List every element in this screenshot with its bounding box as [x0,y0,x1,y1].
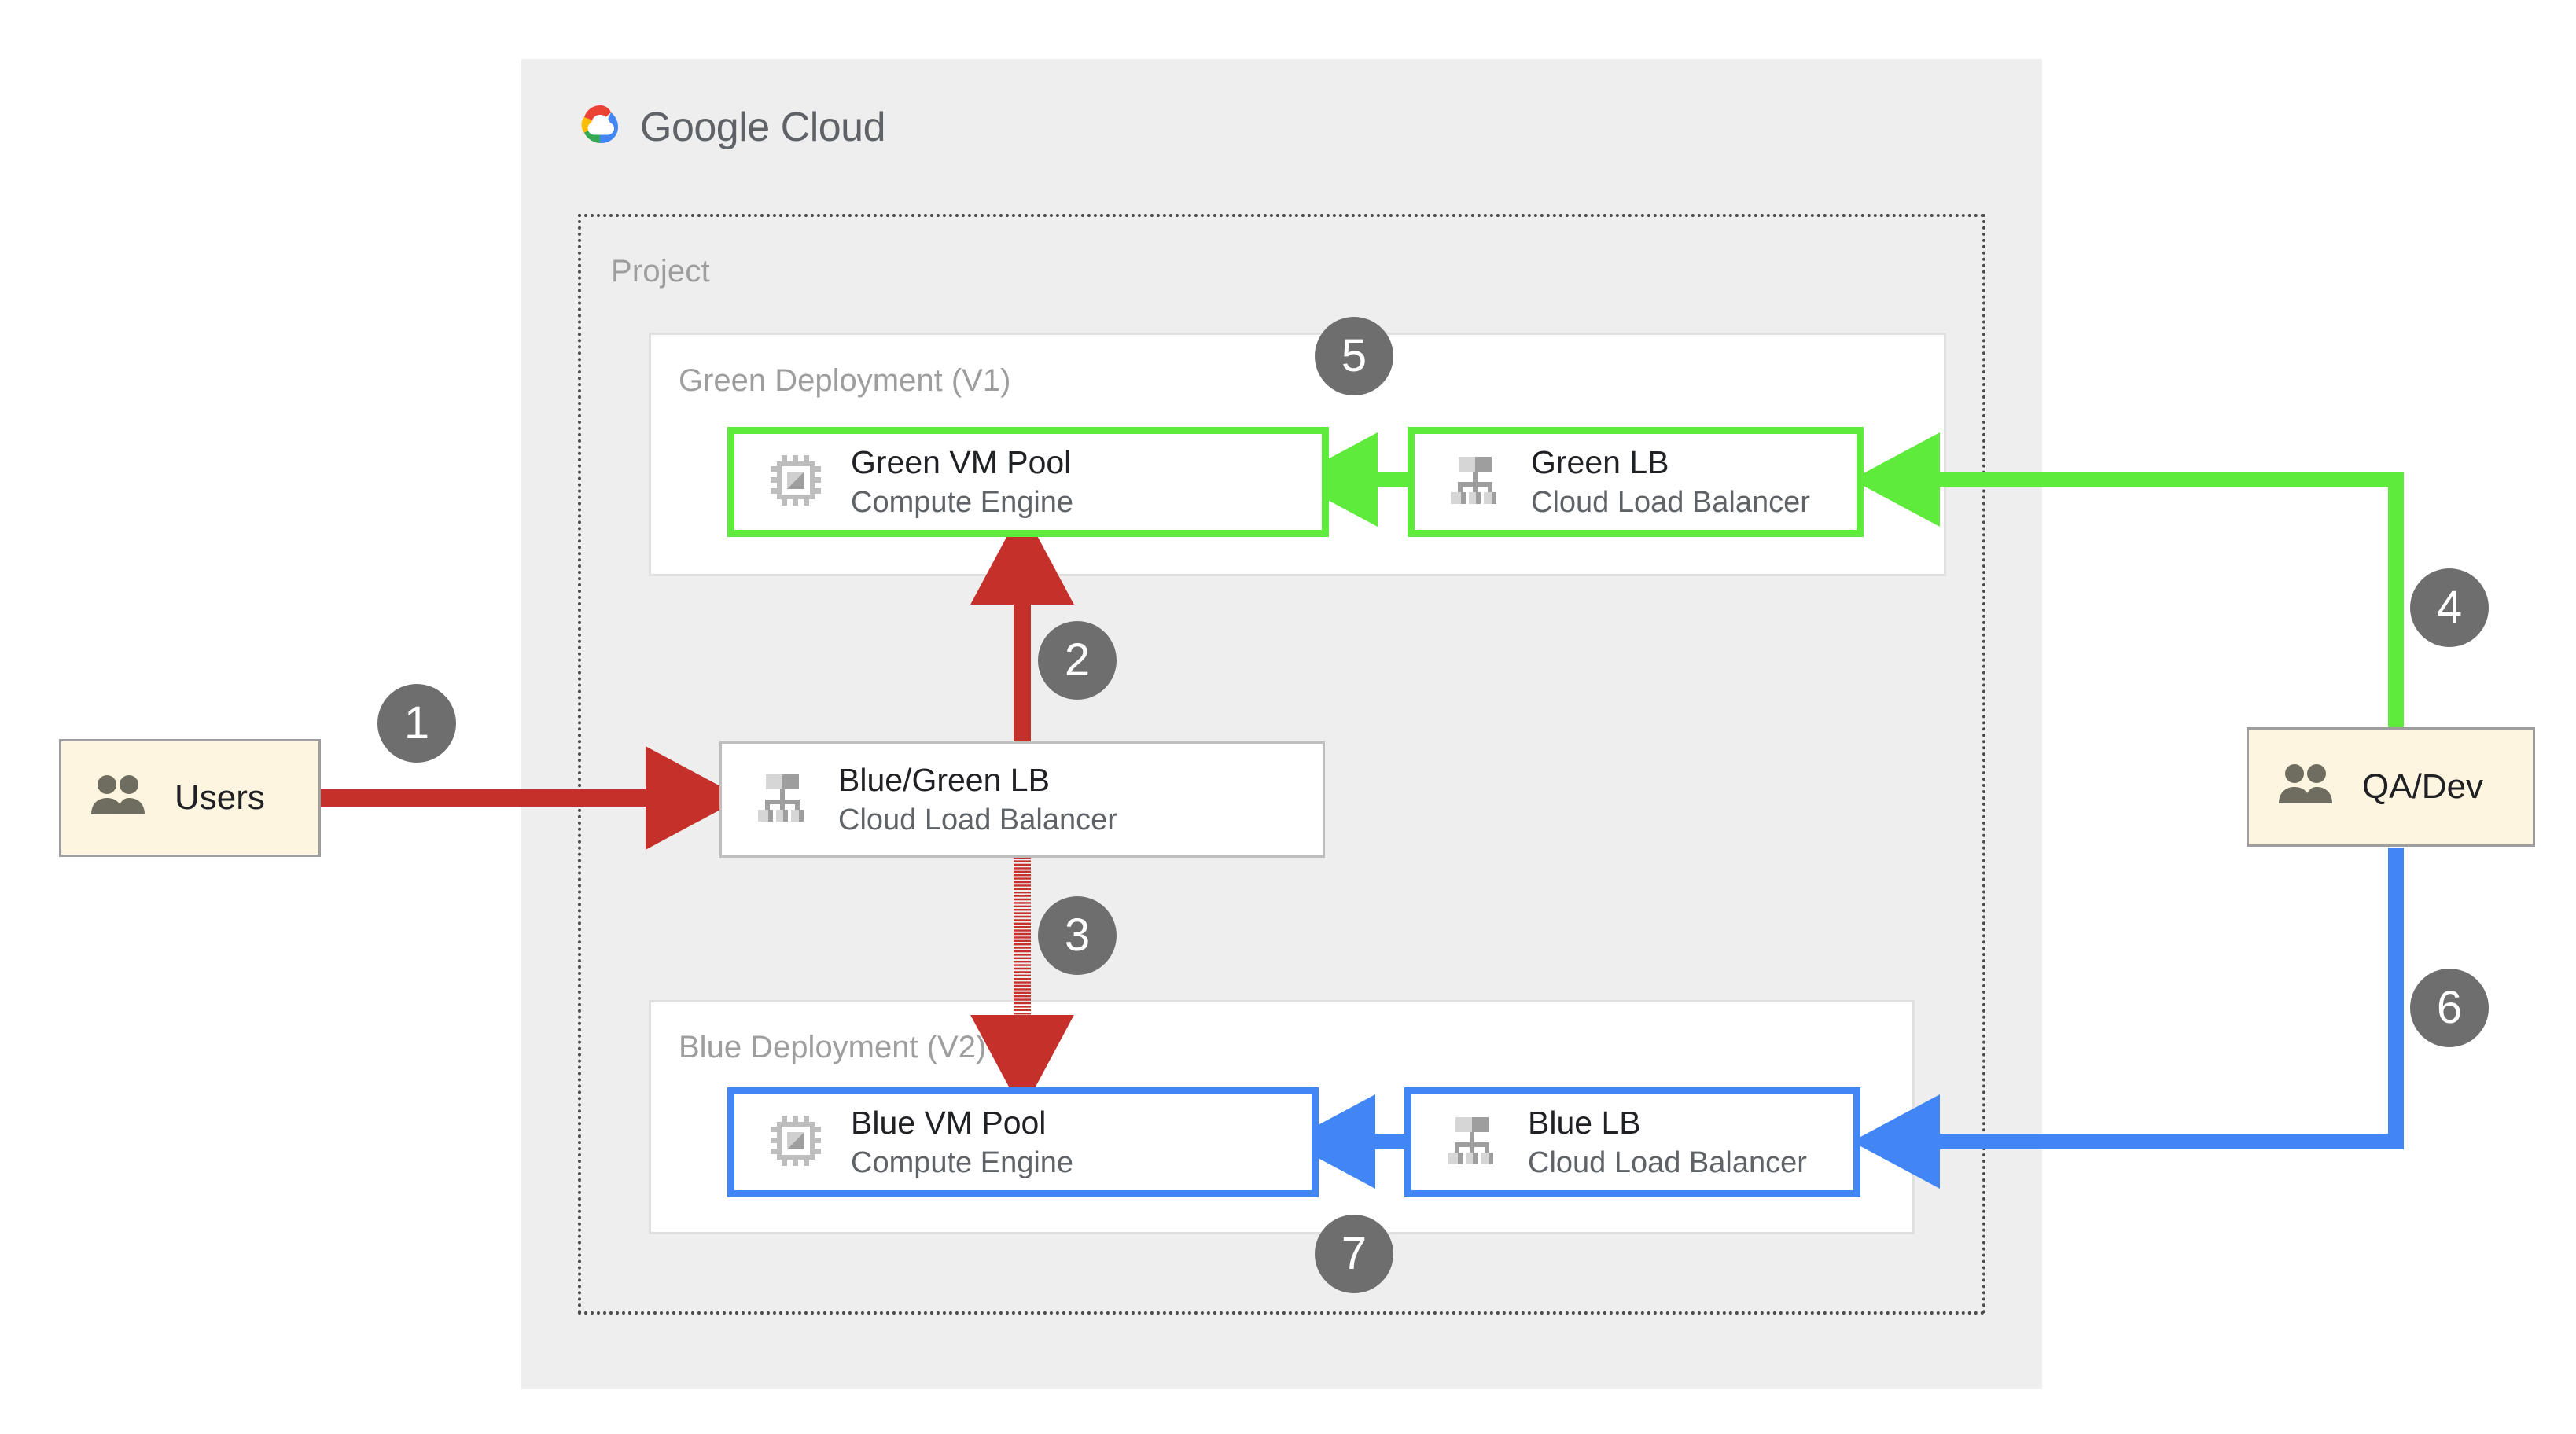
cloud-load-balancer-icon [1444,1114,1501,1171]
google-cloud-logo-icon [574,102,626,152]
node-title: Blue LB [1528,1105,1641,1142]
actor-label: QA/Dev [2362,767,2484,806]
step-badge-3: 3 [1038,896,1117,975]
node-subtitle: Cloud Load Balancer [838,803,1117,836]
step-badge-1: 1 [377,684,456,763]
cloud-load-balancer-icon [1448,454,1504,511]
node-blue-vm-pool[interactable]: Blue VM Pool Compute Engine [727,1087,1319,1197]
wordmark-google: Google [640,104,770,150]
step-badge-2: 2 [1038,621,1117,700]
actor-users[interactable]: Users [59,739,321,857]
node-title: Blue/Green LB [838,762,1050,799]
node-blue-green-lb[interactable]: Blue/Green LB Cloud Load Balancer [719,741,1325,858]
node-subtitle: Compute Engine [851,1145,1074,1179]
node-title: Blue VM Pool [851,1105,1047,1142]
green-deployment-label: Green Deployment (V1) [679,363,1011,398]
project-boundary [578,214,1985,1314]
node-title: Green VM Pool [851,444,1072,481]
project-label: Project [611,254,710,289]
compute-engine-icon [767,1112,824,1173]
step-badge-6: 6 [2410,969,2489,1047]
actor-label: Users [175,778,265,817]
users-group-icon [88,774,151,823]
cloud-load-balancer-icon [755,771,811,829]
node-title: Green LB [1531,444,1669,481]
node-subtitle: Cloud Load Balancer [1528,1145,1807,1179]
node-blue-lb[interactable]: Blue LB Cloud Load Balancer [1404,1087,1860,1197]
users-group-icon [2276,763,2339,812]
node-subtitle: Compute Engine [851,485,1074,519]
wordmark-cloud: Cloud [780,104,886,150]
step-badge-7: 7 [1315,1215,1393,1293]
blue-deployment-label: Blue Deployment (V2) [679,1030,987,1064]
google-cloud-wordmark: Google Cloud [640,104,886,151]
step-badge-5: 5 [1315,317,1393,395]
node-subtitle: Cloud Load Balancer [1531,485,1810,519]
compute-engine-icon [767,452,824,513]
node-green-vm-pool[interactable]: Green VM Pool Compute Engine [727,427,1329,537]
node-green-lb[interactable]: Green LB Cloud Load Balancer [1408,427,1864,537]
step-badge-4: 4 [2410,568,2489,647]
google-cloud-logo: Google Cloud [574,102,886,152]
actor-qa-dev[interactable]: QA/Dev [2247,727,2535,847]
